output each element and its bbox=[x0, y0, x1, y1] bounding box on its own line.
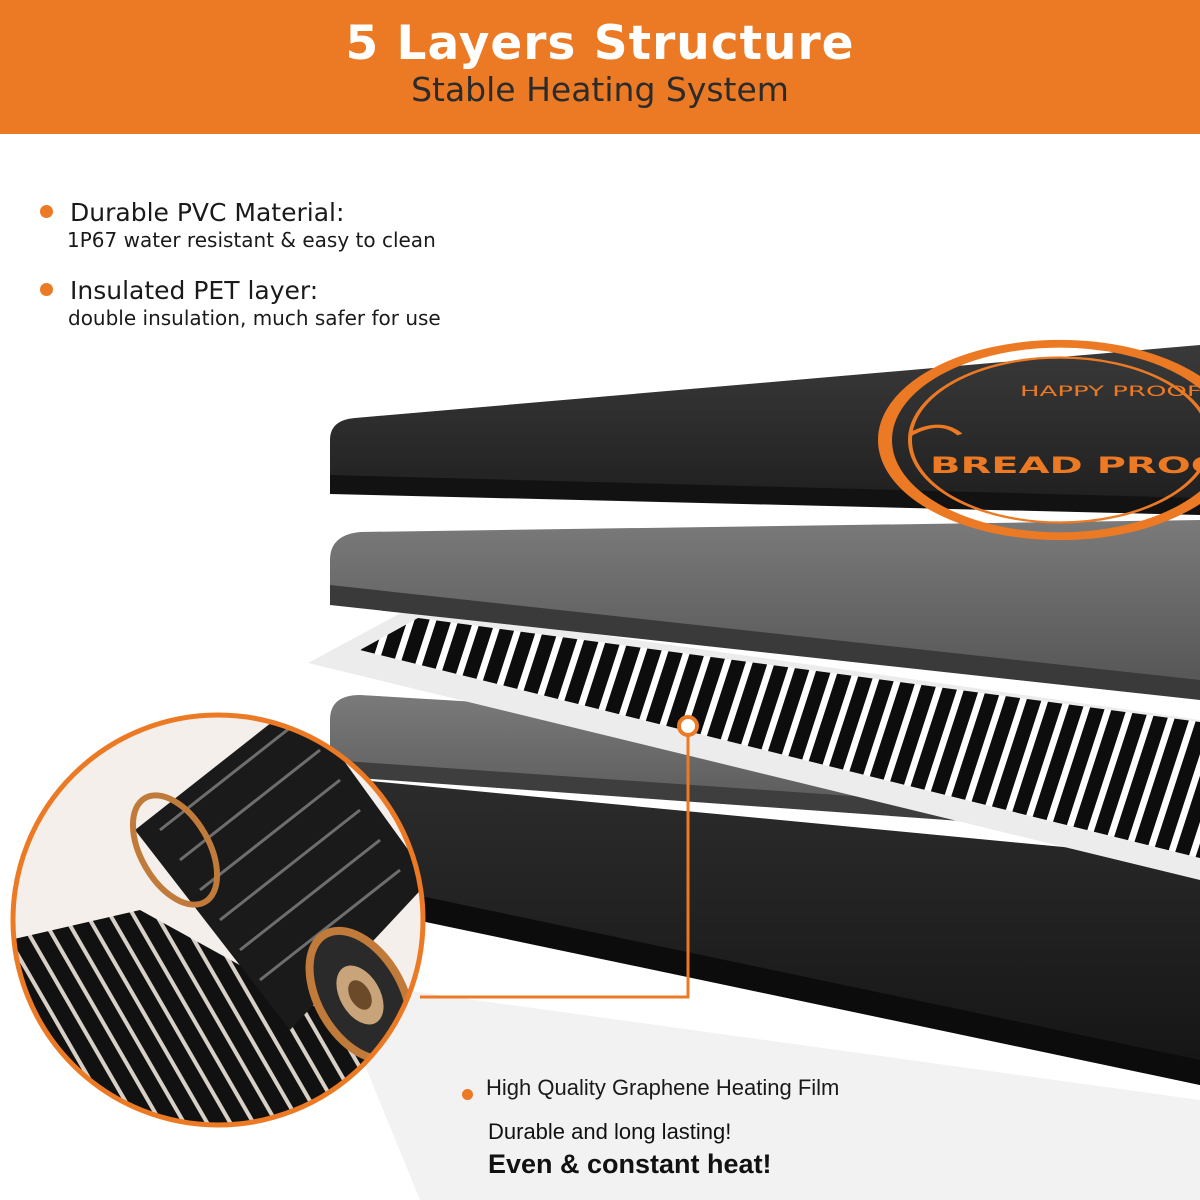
bullet-dot-icon bbox=[462, 1089, 473, 1100]
bottom-black-layer bbox=[344, 780, 1200, 1085]
page-title: 5 Layers Structure bbox=[345, 16, 855, 71]
floor-shadow bbox=[330, 980, 1200, 1200]
bullet-dot-icon bbox=[40, 283, 53, 296]
film-roll-zoom-circle bbox=[10, 712, 426, 1128]
header-banner: 5 Layers Structure Stable Heating System bbox=[0, 0, 1200, 134]
callout-title: High Quality Graphene Heating Film bbox=[486, 1075, 840, 1100]
callout-line-2: Even & constant heat! bbox=[488, 1149, 772, 1179]
page-subtitle: Stable Heating System bbox=[411, 70, 789, 109]
logo-top-text: HAPPY PROOF bbox=[1020, 383, 1200, 399]
feature-description: 1P67 water resistant & easy to clean bbox=[67, 228, 436, 252]
feature-title: Insulated PET layer: bbox=[70, 276, 319, 305]
top-black-layer bbox=[330, 345, 1200, 515]
callout-line-1: Durable and long lasting! bbox=[488, 1119, 732, 1144]
feature-description: double insulation, much safer for use bbox=[68, 306, 441, 330]
callout-connector bbox=[420, 715, 699, 999]
heating-film-layer bbox=[308, 608, 1200, 880]
bread-proofer-logo: BREAD PROOF HAPPY PROOF bbox=[878, 339, 1200, 541]
bullet-dot-icon bbox=[40, 205, 53, 218]
feature-title: Durable PVC Material: bbox=[70, 198, 345, 227]
logo-bottom-text: BREAD PROOF bbox=[930, 453, 1200, 479]
upper-gray-layer bbox=[330, 520, 1200, 700]
